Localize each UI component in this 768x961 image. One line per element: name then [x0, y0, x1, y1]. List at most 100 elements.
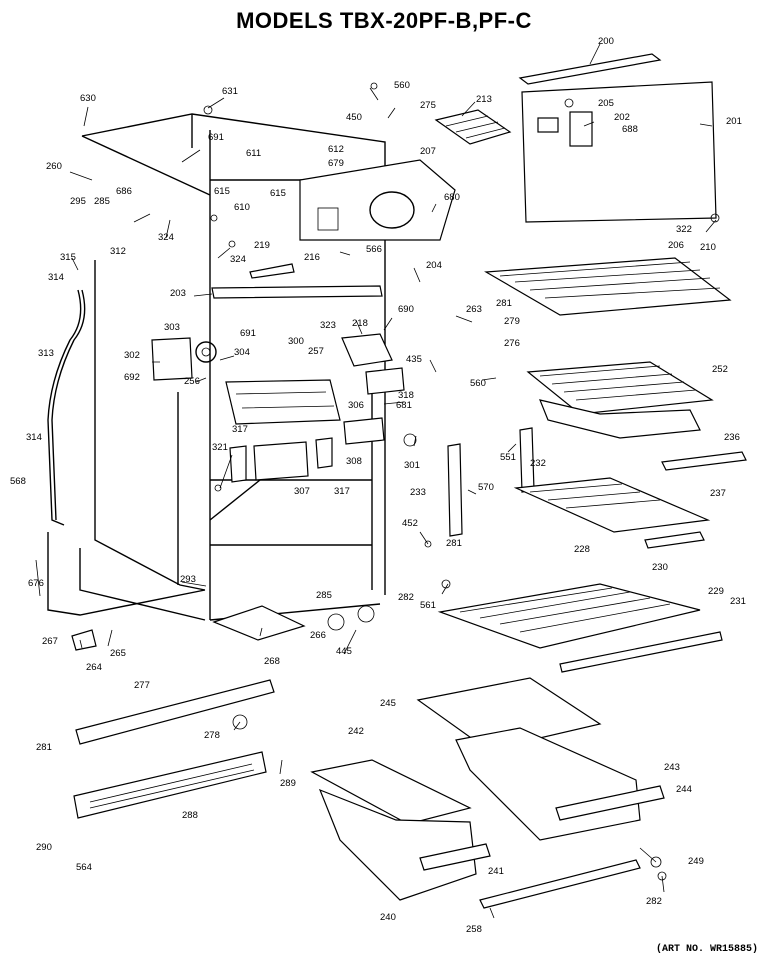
part-label-279: 279: [504, 316, 520, 327]
part-label-231: 231: [730, 596, 746, 607]
part-label-566: 566: [366, 244, 382, 255]
part-label-245: 245: [380, 698, 396, 709]
part-label-315: 315: [60, 252, 76, 263]
part-label-688: 688: [622, 124, 638, 135]
part-label-282b: 282: [646, 896, 662, 907]
part-label-302: 302: [124, 350, 140, 361]
part-label-293: 293: [180, 574, 196, 585]
part-label-313: 313: [38, 348, 54, 359]
part-label-216: 216: [304, 252, 320, 263]
bracket-317b: [315, 437, 333, 469]
part-label-615b: 615: [270, 188, 286, 199]
part-label-202: 202: [614, 112, 630, 123]
part-label-201: 201: [726, 116, 742, 127]
part-label-295: 295: [70, 196, 86, 207]
part-label-308: 308: [346, 456, 362, 467]
trim-258: [479, 859, 641, 909]
part-label-324a: 324: [158, 232, 174, 243]
part-label-200: 200: [598, 36, 614, 47]
part-label-268: 268: [264, 656, 280, 667]
part-label-204: 204: [426, 260, 442, 271]
part-label-264: 264: [86, 662, 102, 673]
part-label-256: 256: [184, 376, 200, 387]
part-label-445: 445: [336, 646, 352, 657]
control-housing: [225, 379, 341, 425]
part-label-691b: 691: [240, 328, 256, 339]
part-label-241: 241: [488, 866, 504, 877]
part-label-680: 680: [444, 192, 460, 203]
pan-268: [212, 605, 306, 641]
rail-219: [249, 263, 295, 279]
part-label-288: 288: [182, 810, 198, 821]
crisper-drawer-242: [310, 759, 491, 901]
part-label-612: 612: [328, 144, 344, 155]
part-label-237: 237: [710, 488, 726, 499]
part-label-323: 323: [320, 320, 336, 331]
part-label-307: 307: [294, 486, 310, 497]
part-label-681: 681: [396, 400, 412, 411]
part-label-230: 230: [652, 562, 668, 573]
part-label-281a: 281: [496, 298, 512, 309]
part-label-258: 258: [466, 924, 482, 935]
part-label-679: 679: [328, 158, 344, 169]
art-number: (ART NO. WR15885): [655, 944, 758, 955]
part-label-207: 207: [420, 146, 436, 157]
part-label-260: 260: [46, 161, 62, 172]
part-label-267: 267: [42, 636, 58, 647]
part-label-243: 243: [664, 762, 680, 773]
part-label-686: 686: [116, 186, 132, 197]
part-label-317b: 317: [334, 486, 350, 497]
part-label-257: 257: [308, 346, 324, 357]
part-label-282a: 282: [398, 592, 414, 603]
rail-233: [447, 443, 463, 537]
part-label-560: 560: [394, 80, 410, 91]
part-label-233: 233: [410, 487, 426, 498]
lamp-socket: [341, 333, 393, 367]
part-label-322: 322: [676, 224, 692, 235]
part-label-312: 312: [110, 246, 126, 257]
part-label-285a: 285: [94, 196, 110, 207]
part-label-213: 213: [476, 94, 492, 105]
part-label-276: 276: [504, 338, 520, 349]
evaporator-cover: [299, 159, 456, 241]
part-label-265: 265: [110, 648, 126, 659]
part-label-252: 252: [712, 364, 728, 375]
part-label-266: 266: [310, 630, 326, 641]
part-label-236: 236: [724, 432, 740, 443]
leader-lines: [35, 43, 717, 919]
bracket-318: [365, 367, 405, 395]
part-label-210: 210: [700, 242, 716, 253]
part-label-300: 300: [288, 336, 304, 347]
part-label-306: 306: [348, 400, 364, 411]
part-label-242: 242: [348, 726, 364, 737]
crisper-cover-245: [416, 677, 602, 751]
part-label-281c: 281: [36, 742, 52, 753]
part-label-290: 290: [36, 842, 52, 853]
grille-288: [73, 751, 267, 819]
thermostat-assembly: [151, 337, 217, 381]
meat-pan-252: [526, 361, 714, 439]
part-label-289: 289: [280, 778, 296, 789]
part-label-435: 435: [406, 354, 422, 365]
part-label-229: 229: [708, 586, 724, 597]
part-label-691a: 691: [208, 132, 224, 143]
part-label-450: 450: [346, 112, 362, 123]
tube-313: [47, 289, 82, 526]
part-label-228: 228: [574, 544, 590, 555]
part-label-630: 630: [80, 93, 96, 104]
rail-277: [75, 679, 275, 745]
part-label-610: 610: [234, 202, 250, 213]
freezer-rear-panel: [518, 53, 720, 223]
part-label-304: 304: [234, 347, 250, 358]
trim-231: [559, 631, 723, 673]
part-label-218: 218: [352, 318, 368, 329]
part-label-615a: 615: [214, 186, 230, 197]
shelf-229: [437, 583, 701, 649]
part-label-205: 205: [598, 98, 614, 109]
part-label-551: 551: [500, 452, 516, 463]
part-label-324b: 324: [230, 254, 246, 265]
duct-307: [253, 441, 309, 481]
diagram-title: MODELS TBX-20PF-B,PF-C: [236, 8, 532, 33]
part-label-317a: 317: [232, 424, 248, 435]
